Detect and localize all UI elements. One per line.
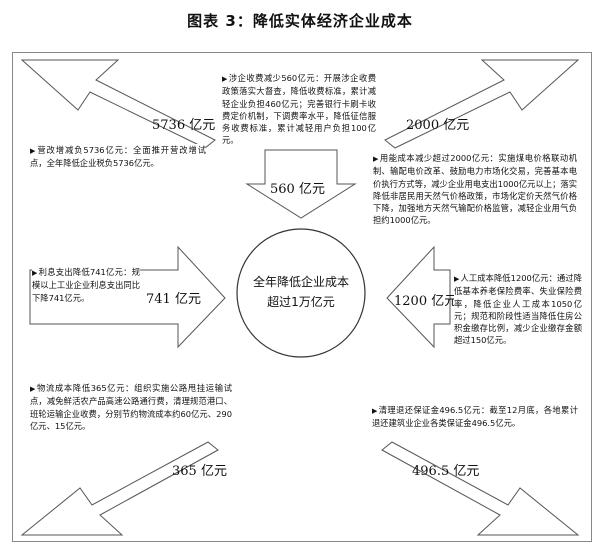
bullet-marker: ▶	[32, 269, 38, 277]
text-energy: 用能成本减少超过2000亿元：实施煤电价格联动机制、输配电价改革、鼓励电力市场化…	[373, 153, 577, 226]
bullet-marker: ▶	[30, 147, 37, 155]
arrow-right-middle	[386, 245, 451, 349]
text-interest: 利息支出降低741亿元：规模以上工业企业利息支出同比下降741亿元。	[32, 267, 140, 303]
arrow-bottom-left	[20, 441, 219, 536]
arrow-top-right	[384, 59, 580, 149]
bullet-marker: ▶	[30, 385, 37, 393]
amount-tax: 5736 亿元	[152, 118, 216, 133]
text-fees: 涉企收费减少560亿元：开展涉企收费政策落实大督查，降低收费标准，累计减轻企业负…	[222, 73, 376, 146]
text-deposit: 清理退还保证金496.5亿元：截至12月底，各地累计退还建筑业企业各类保证金49…	[372, 405, 578, 429]
text-box-tax: ▶营改增减负5736亿元：全面推开营改增试点，全年降低企业税负5736亿元。	[30, 144, 206, 170]
text-logistics: 物流成本降低365亿元：组织实施公路甩挂运输试点，减免鲜活农产品高速公路通行费，…	[30, 383, 232, 431]
arrow-bottom-right	[381, 441, 580, 536]
text-box-interest: ▶利息支出降低741亿元：规模以上工业企业利息支出同比下降741亿元。	[32, 266, 140, 304]
text-box-energy: ▶用能成本减少超过2000亿元：实施煤电价格联动机制、输配电价改革、鼓励电力市场…	[373, 152, 577, 227]
amount-labor: 1200 亿元	[394, 294, 458, 309]
bullet-marker: ▶	[373, 155, 379, 163]
amount-interest: 741 亿元	[146, 292, 201, 307]
center-label: 全年降低企业成本 超过1万亿元	[238, 272, 364, 312]
text-box-labor: ▶人工成本降低1200亿元：通过降低基本养老保险费率、失业保险费率，降低企业人工…	[454, 272, 582, 347]
bullet-marker: ▶	[222, 75, 228, 83]
chart-title: 图表 3：降低实体经济企业成本	[187, 12, 413, 30]
bullet-marker: ▶	[454, 275, 460, 283]
bullet-marker: ▶	[372, 407, 378, 415]
text-tax: 营改增减负5736亿元：全面推开营改增试点，全年降低企业税负5736亿元。	[30, 145, 206, 169]
arrow-top-left	[20, 59, 216, 149]
text-box-deposit: ▶清理退还保证金496.5亿元：截至12月底，各地累计退还建筑业企业各类保证金4…	[372, 404, 578, 430]
arrow-top-center	[245, 149, 357, 219]
center-line-1: 全年降低企业成本	[252, 275, 349, 289]
text-labor: 人工成本降低1200亿元：通过降低基本养老保险费率、失业保险费率，降低企业人工成…	[454, 273, 582, 346]
amount-fees: 560 亿元	[270, 182, 325, 197]
amount-deposit: 496.5 亿元	[412, 464, 480, 479]
amount-logistics: 365 亿元	[172, 464, 227, 479]
center-line-2: 超过1万亿元	[267, 295, 335, 309]
text-box-fees: ▶涉企收费减少560亿元：开展涉企收费政策落实大督查，降低收费标准，累计减轻企业…	[222, 72, 376, 147]
center-circle	[236, 228, 366, 358]
amount-energy: 2000 亿元	[406, 118, 470, 133]
text-box-logistics: ▶物流成本降低365亿元：组织实施公路甩挂运输试点，减免鲜活农产品高速公路通行费…	[30, 382, 232, 433]
